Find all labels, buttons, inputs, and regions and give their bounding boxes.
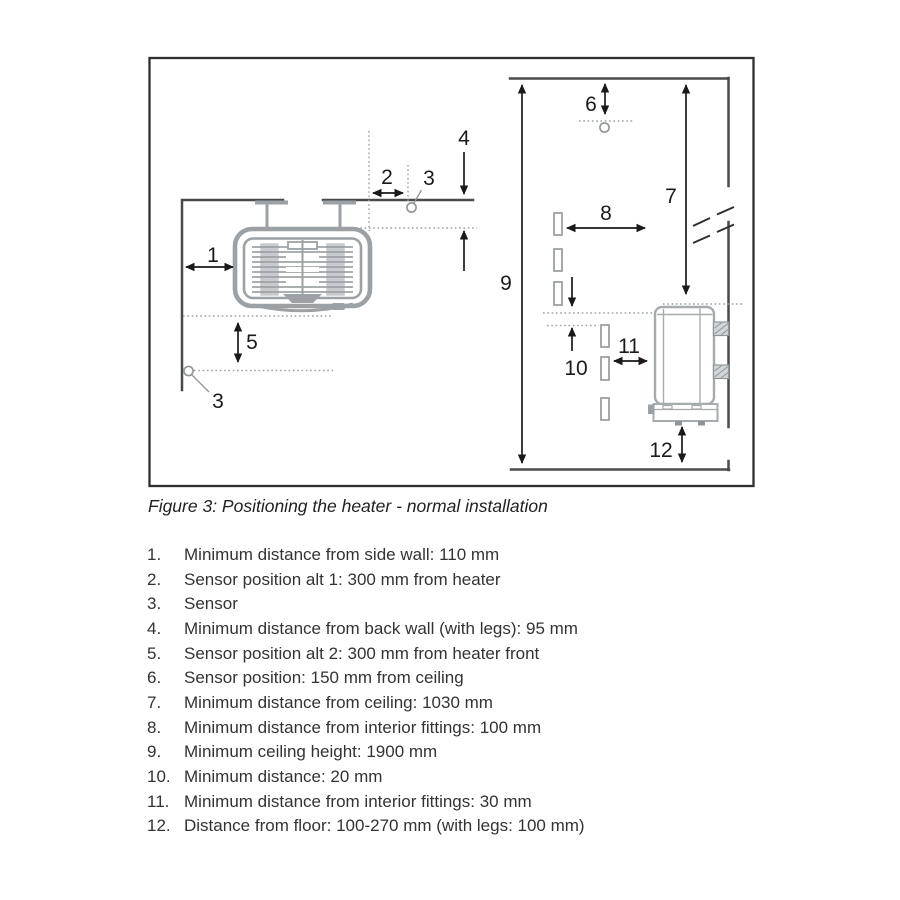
dim-12-annotation: 12 xyxy=(649,426,687,463)
legend-item-number: 6. xyxy=(147,668,162,688)
legend-item-text: Minimum distance from side wall: 110 mm xyxy=(184,545,500,564)
wall-lines-top-view xyxy=(180,198,475,392)
dim-label-12: 12 xyxy=(649,439,672,462)
dim-5-annotation: 5 xyxy=(233,322,258,363)
bottom-detail xyxy=(691,404,702,410)
installation-diagram: 1 2 3 4 5 3 xyxy=(148,56,755,488)
bracket-stems xyxy=(265,203,342,229)
heater-foot xyxy=(698,421,705,426)
legend-item: 4. Minimum distance from back wall (with … xyxy=(147,617,767,642)
interior-fittings-upper xyxy=(553,212,563,306)
inner-casing xyxy=(242,237,363,300)
legend-item-number: 7. xyxy=(147,692,162,712)
sensor-icon xyxy=(599,122,610,133)
legend-item-text: Minimum distance from back wall (with le… xyxy=(184,618,578,638)
legend-item-text: Sensor xyxy=(184,594,238,614)
legend-item-text: Minimum ceiling height: 1900 mm xyxy=(184,742,438,762)
wall-break-marks xyxy=(692,206,735,244)
legend-item-text: Sensor position alt 2: 300 mm from heate… xyxy=(184,643,540,663)
legend-item-number: 8. xyxy=(147,717,162,737)
legend-item: 6. Sensor position: 150 mm from ceiling xyxy=(147,666,767,691)
dim-label-7: 7 xyxy=(665,185,677,208)
legend-item-number: 2. xyxy=(147,569,162,589)
legend-item: 1. Minimum distance from side wall: 110 m… xyxy=(147,543,767,568)
dim-label-2: 2 xyxy=(381,166,393,189)
outer-casing xyxy=(232,226,373,309)
dim-label-5: 5 xyxy=(246,331,258,354)
dim-label-9: 9 xyxy=(500,272,512,295)
legend-item: 2. Sensor position alt 1: 300 mm from hea… xyxy=(147,568,767,593)
figure-border xyxy=(148,56,755,488)
right-element-bar xyxy=(326,243,345,296)
legend-item-text: Minimum distance from interior fittings:… xyxy=(184,717,542,737)
legend-item-number: 4. xyxy=(147,618,162,638)
legend-item: 9. Minimum ceiling height: 1900 mm xyxy=(147,740,767,765)
dim-4-annotation: 4 xyxy=(356,127,477,271)
heater-side-view xyxy=(648,303,743,426)
legend-item-text: Sensor position: 150 mm from ceiling xyxy=(184,668,464,688)
wall-bracket-upper xyxy=(712,321,730,337)
dim-7-annotation: 7 xyxy=(665,84,691,295)
legend-item-text: Minimum distance: 20 mm xyxy=(184,766,383,786)
dim-10-annotation: 10 xyxy=(543,277,655,380)
legend-item-number: 10. xyxy=(147,766,171,786)
legend-item: 3. Sensor xyxy=(147,592,767,617)
dim-label-10: 10 xyxy=(564,357,587,380)
legend-item-number: 3. xyxy=(147,594,162,614)
legend-item: 12. Distance from floor: 100-270 mm (with… xyxy=(147,814,767,839)
dim-6-annotation: 6 xyxy=(579,83,634,133)
dim-8-annotation: 8 xyxy=(566,202,646,233)
dim-label-3: 3 xyxy=(423,167,435,190)
legend-item-text: Minimum distance from ceiling: 1030 mm xyxy=(184,692,493,712)
legend-item: 7. Minimum distance from ceiling: 1030 mm xyxy=(147,691,767,716)
side-view-drawing: 9 6 7 8 10 xyxy=(500,76,743,472)
dim-label-8: 8 xyxy=(600,202,612,225)
legend-item-number: 1. xyxy=(147,545,162,564)
wall-bracket-lower xyxy=(712,364,730,380)
dim-label-6: 6 xyxy=(585,93,597,116)
dim-label-11: 11 xyxy=(618,335,640,358)
legend-item-text: Distance from floor: 100-270 mm (with le… xyxy=(184,816,585,836)
casing-foot xyxy=(332,303,345,310)
dim-9-annotation: 9 xyxy=(500,84,527,464)
legend-item-number: 11. xyxy=(147,791,170,811)
sensor-alt2: 3 xyxy=(183,365,224,413)
bottom-detail xyxy=(662,404,673,410)
dim-1-annotation: 1 xyxy=(185,244,234,272)
heater-foot xyxy=(675,421,682,426)
left-element-bar xyxy=(260,243,279,296)
legend-item-number: 12. xyxy=(147,816,171,836)
legend-item: 10. Minimum distance: 20 mm xyxy=(147,765,767,790)
legend-item: 11. Minimum distance from interior fittin… xyxy=(147,790,767,815)
sensor-icon xyxy=(183,365,194,377)
legend-item-number: 9. xyxy=(147,742,162,762)
heater-top-view xyxy=(232,200,373,313)
dim-label-4: 4 xyxy=(458,127,470,150)
dim-label-3b: 3 xyxy=(212,390,224,413)
control-knob xyxy=(648,404,655,414)
top-view-drawing: 1 2 3 4 5 3 xyxy=(180,127,477,413)
legend-item: 8. Minimum distance from interior fitting… xyxy=(147,716,767,741)
legend-list: 1. Minimum distance from side wall: 110 m… xyxy=(147,543,767,839)
legend-item: 5. Sensor position alt 2: 300 mm from hea… xyxy=(147,642,767,667)
sensor-icon xyxy=(406,202,417,213)
dim-label-1: 1 xyxy=(207,244,219,267)
sensor-alt1: 3 xyxy=(406,167,435,213)
legend-item-text: Sensor position alt 1: 300 mm from heate… xyxy=(184,569,501,589)
legend-item-text: Minimum distance from interior fittings:… xyxy=(184,791,532,811)
interior-fittings-lower xyxy=(600,324,610,421)
dim-2-annotation: 2 xyxy=(372,166,404,198)
figure-caption: Figure 3: Positioning the heater - norma… xyxy=(148,496,548,516)
legend-item-number: 5. xyxy=(147,643,162,663)
dim-11-annotation: 11 xyxy=(613,335,648,366)
